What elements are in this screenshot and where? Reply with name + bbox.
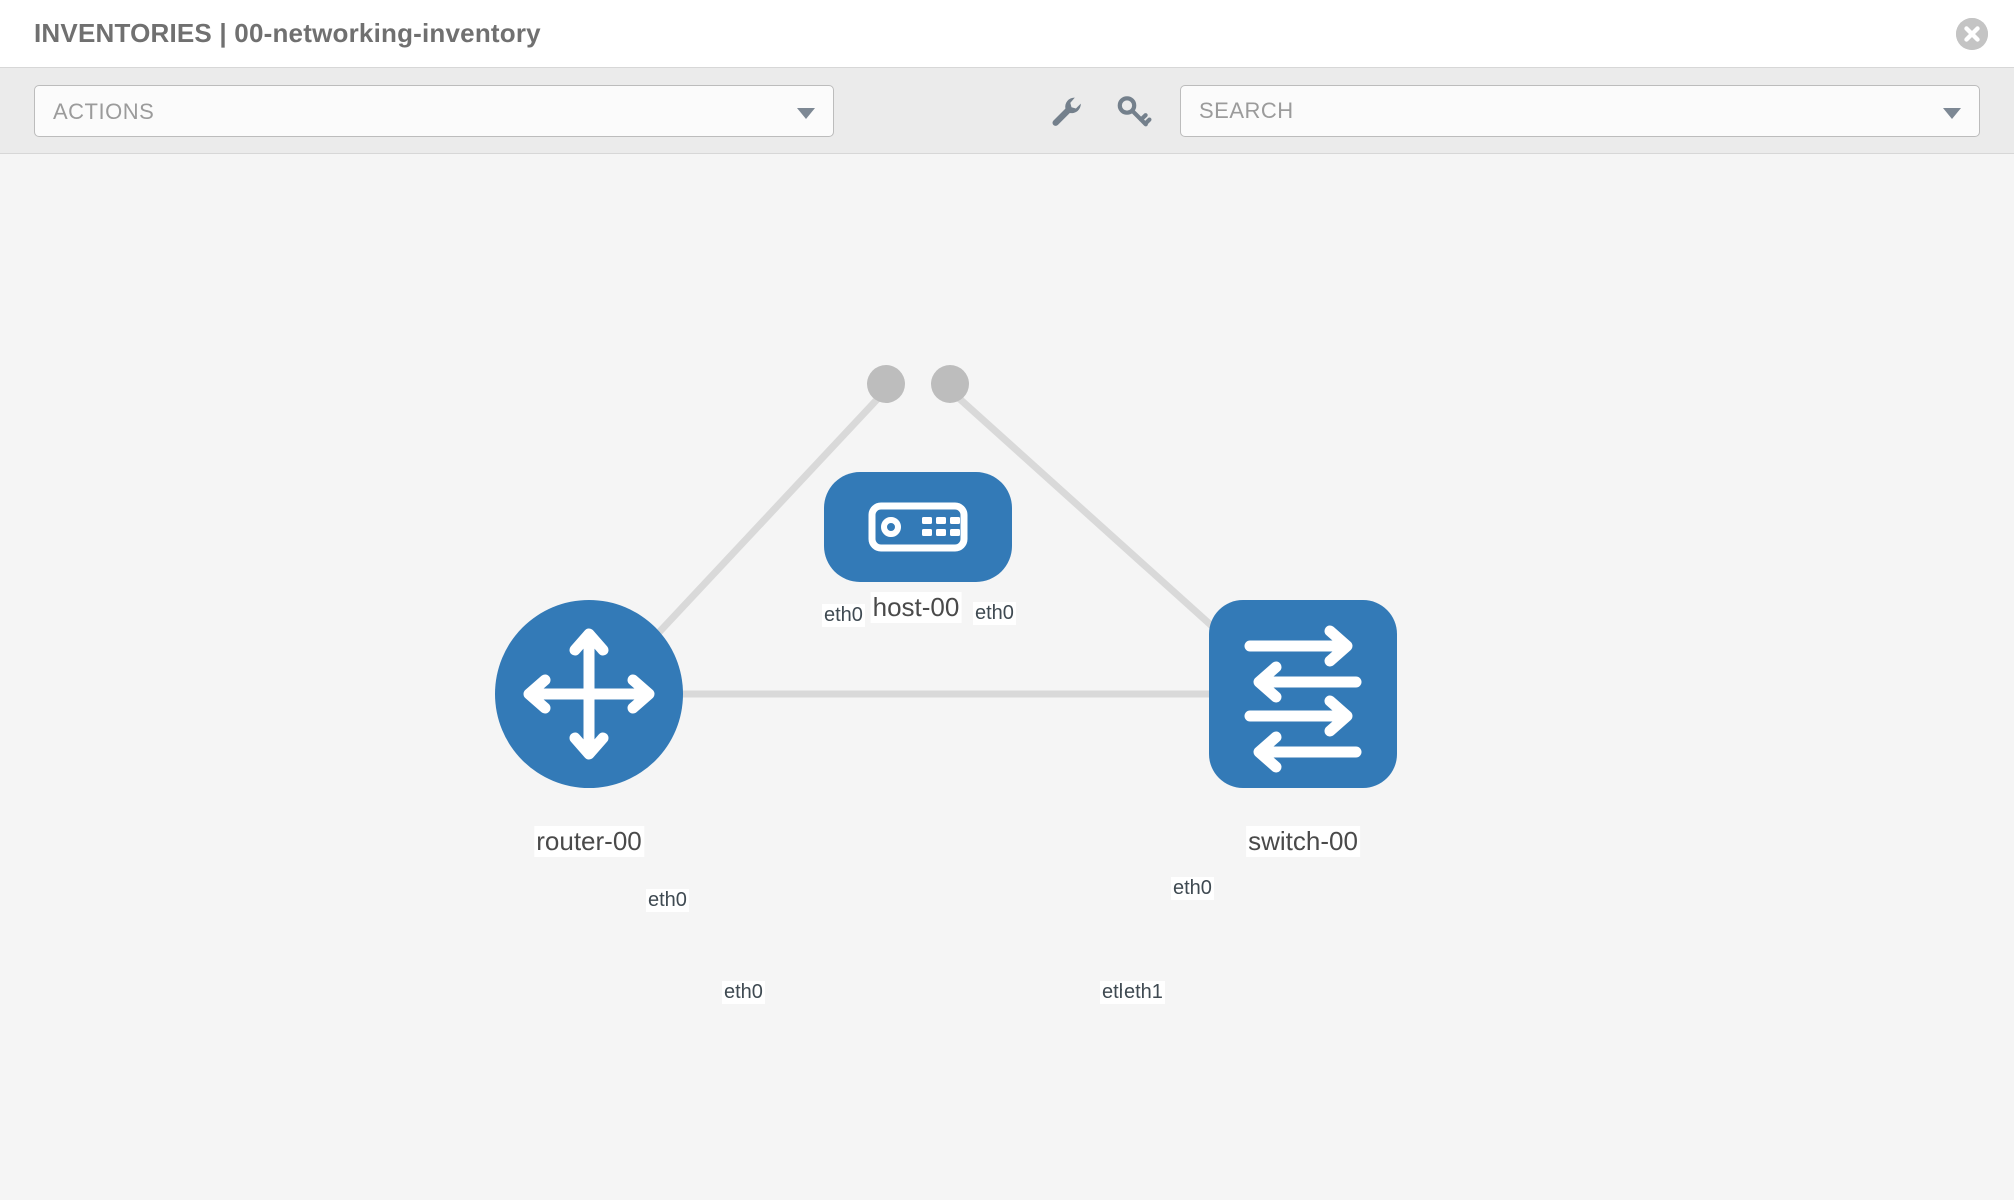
node-router-00 <box>495 600 683 788</box>
page-header: INVENTORIES | 00-networking-inventory <box>0 0 2014 68</box>
key-icon[interactable] <box>1112 90 1156 134</box>
server-icon <box>868 502 968 552</box>
close-icon[interactable] <box>1956 18 1988 50</box>
port-label: eth0 <box>973 602 1016 625</box>
port-host-right <box>931 365 969 403</box>
chevron-down-icon[interactable] <box>1943 108 1961 119</box>
port-label: eth0 <box>722 981 765 1004</box>
node-host-00 <box>824 472 1012 582</box>
port-label: eth0 <box>1171 877 1214 900</box>
wrench-icon[interactable] <box>1043 90 1087 134</box>
node-label-switch-00: switch-00 <box>1246 826 1360 857</box>
node-label-host-00: host-00 <box>870 592 962 623</box>
chevron-down-icon <box>797 108 815 119</box>
search-field[interactable] <box>1180 85 1980 137</box>
toolbar: ACTIONS <box>0 68 2014 154</box>
actions-dropdown[interactable]: ACTIONS <box>34 85 834 137</box>
topology-graph <box>495 365 1397 788</box>
link-host-router <box>617 389 887 677</box>
node-switch-00 <box>1209 600 1397 788</box>
actions-dropdown-label: ACTIONS <box>53 99 155 124</box>
node-label-router-00: router-00 <box>534 826 644 857</box>
port-host-left <box>867 365 905 403</box>
port-label: eth1 <box>1122 981 1165 1004</box>
topology-canvas[interactable]: host-00 router-00 switch-00 eth0 eth0 et… <box>0 154 2014 1200</box>
port-label: eth0 <box>646 889 689 912</box>
switch-arrows-icon <box>1244 625 1362 773</box>
search-input[interactable] <box>1199 86 1919 136</box>
page-title: INVENTORIES | 00-networking-inventory <box>34 18 541 48</box>
port-label: eth0 <box>822 604 865 627</box>
router-arrows-icon <box>523 628 655 760</box>
